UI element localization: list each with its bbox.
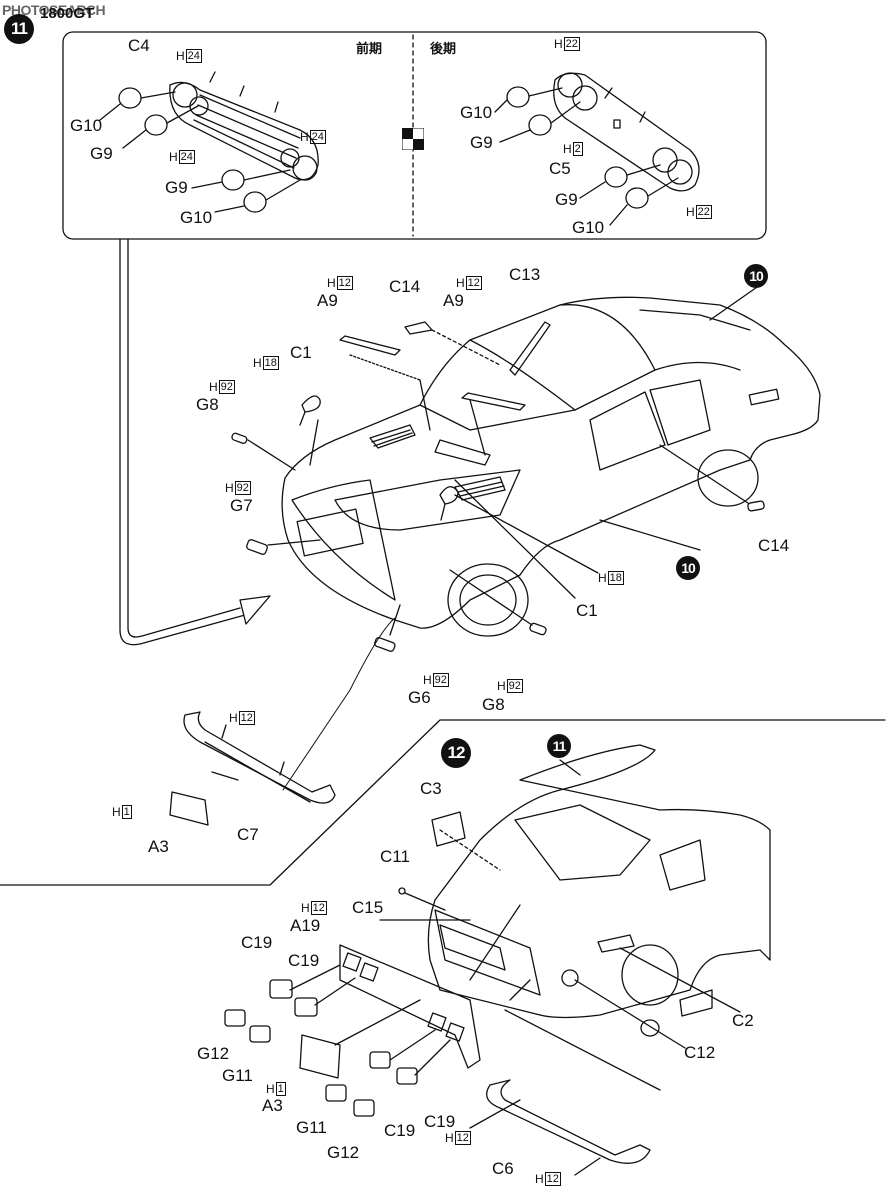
label-c15: C15 [352,898,384,917]
inset-connector-inner [127,238,241,638]
lens-group-late [494,86,679,226]
car-body-rear [427,744,771,1019]
label-g9-b: G9 [165,178,188,197]
label-g9-d: G9 [555,190,578,209]
inset-frame [62,31,767,240]
label-c3: C3 [420,779,442,798]
label-a3-a: A3 [148,837,169,856]
parts-step11 [231,284,765,652]
label-g8-a: G8 [196,395,219,414]
label-c7: C7 [237,825,259,844]
label-c14-a: C14 [389,277,421,296]
label-c19-b: C19 [288,951,320,970]
step-10-marker-a: 10 [744,264,768,288]
label-c6: C6 [492,1159,514,1178]
step-11-marker-b: 11 [547,734,571,758]
label-c19-c: C19 [384,1121,416,1140]
grille-early [169,71,319,181]
label-c2: C2 [732,1011,754,1030]
panel-late [553,72,700,192]
label-g10-a: G10 [70,116,103,135]
label-c4: C4 [128,36,150,55]
early-model-label: 前期 [356,42,383,57]
label-g11-b: G11 [296,1118,327,1137]
model-title: 1800GT [40,5,95,22]
step-12-marker: 12 [441,738,471,768]
car-body-main [281,296,821,637]
label-g9-a: G9 [90,144,113,163]
label-g10-d: G10 [572,218,605,237]
late-model-label: 後期 [430,42,457,57]
label-g10-c: G10 [460,103,493,122]
label-c1-a: C1 [290,343,312,362]
label-c11: C11 [380,847,410,866]
lens-group-early [99,87,301,213]
label-c19-a: C19 [241,933,273,952]
label-c13: C13 [509,265,541,284]
step-11-marker: 11 [4,14,34,44]
label-c12: C12 [684,1043,716,1062]
inset-connector [119,238,246,646]
label-g12-a: G12 [197,1044,230,1063]
parts-step12 [224,759,741,1176]
bumper-front [169,617,396,826]
label-c5: C5 [549,159,571,178]
label-a19: A19 [290,916,321,935]
label-g12-b: G12 [327,1143,360,1162]
label-g7: G7 [230,496,253,515]
watermark: PHOTOSEARCH [2,2,106,18]
label-c1-b: C1 [576,601,598,620]
label-g8-b: G8 [482,695,505,714]
step-10-marker-b: 10 [676,556,700,580]
label-a3-b: A3 [262,1096,283,1115]
section-separator [0,719,886,886]
label-c14-b: C14 [758,536,790,555]
label-g6: G6 [408,688,431,707]
label-c19-d: C19 [424,1112,456,1131]
watermark-text: PHOTOSEARCH [2,2,106,18]
label-a9-b: A9 [443,291,464,310]
label-a9-a: A9 [317,291,338,310]
checkered-icon [401,127,425,151]
label-g10-b: G10 [180,208,213,227]
label-g11-a: G11 [222,1066,253,1085]
label-g9-c: G9 [470,133,493,152]
